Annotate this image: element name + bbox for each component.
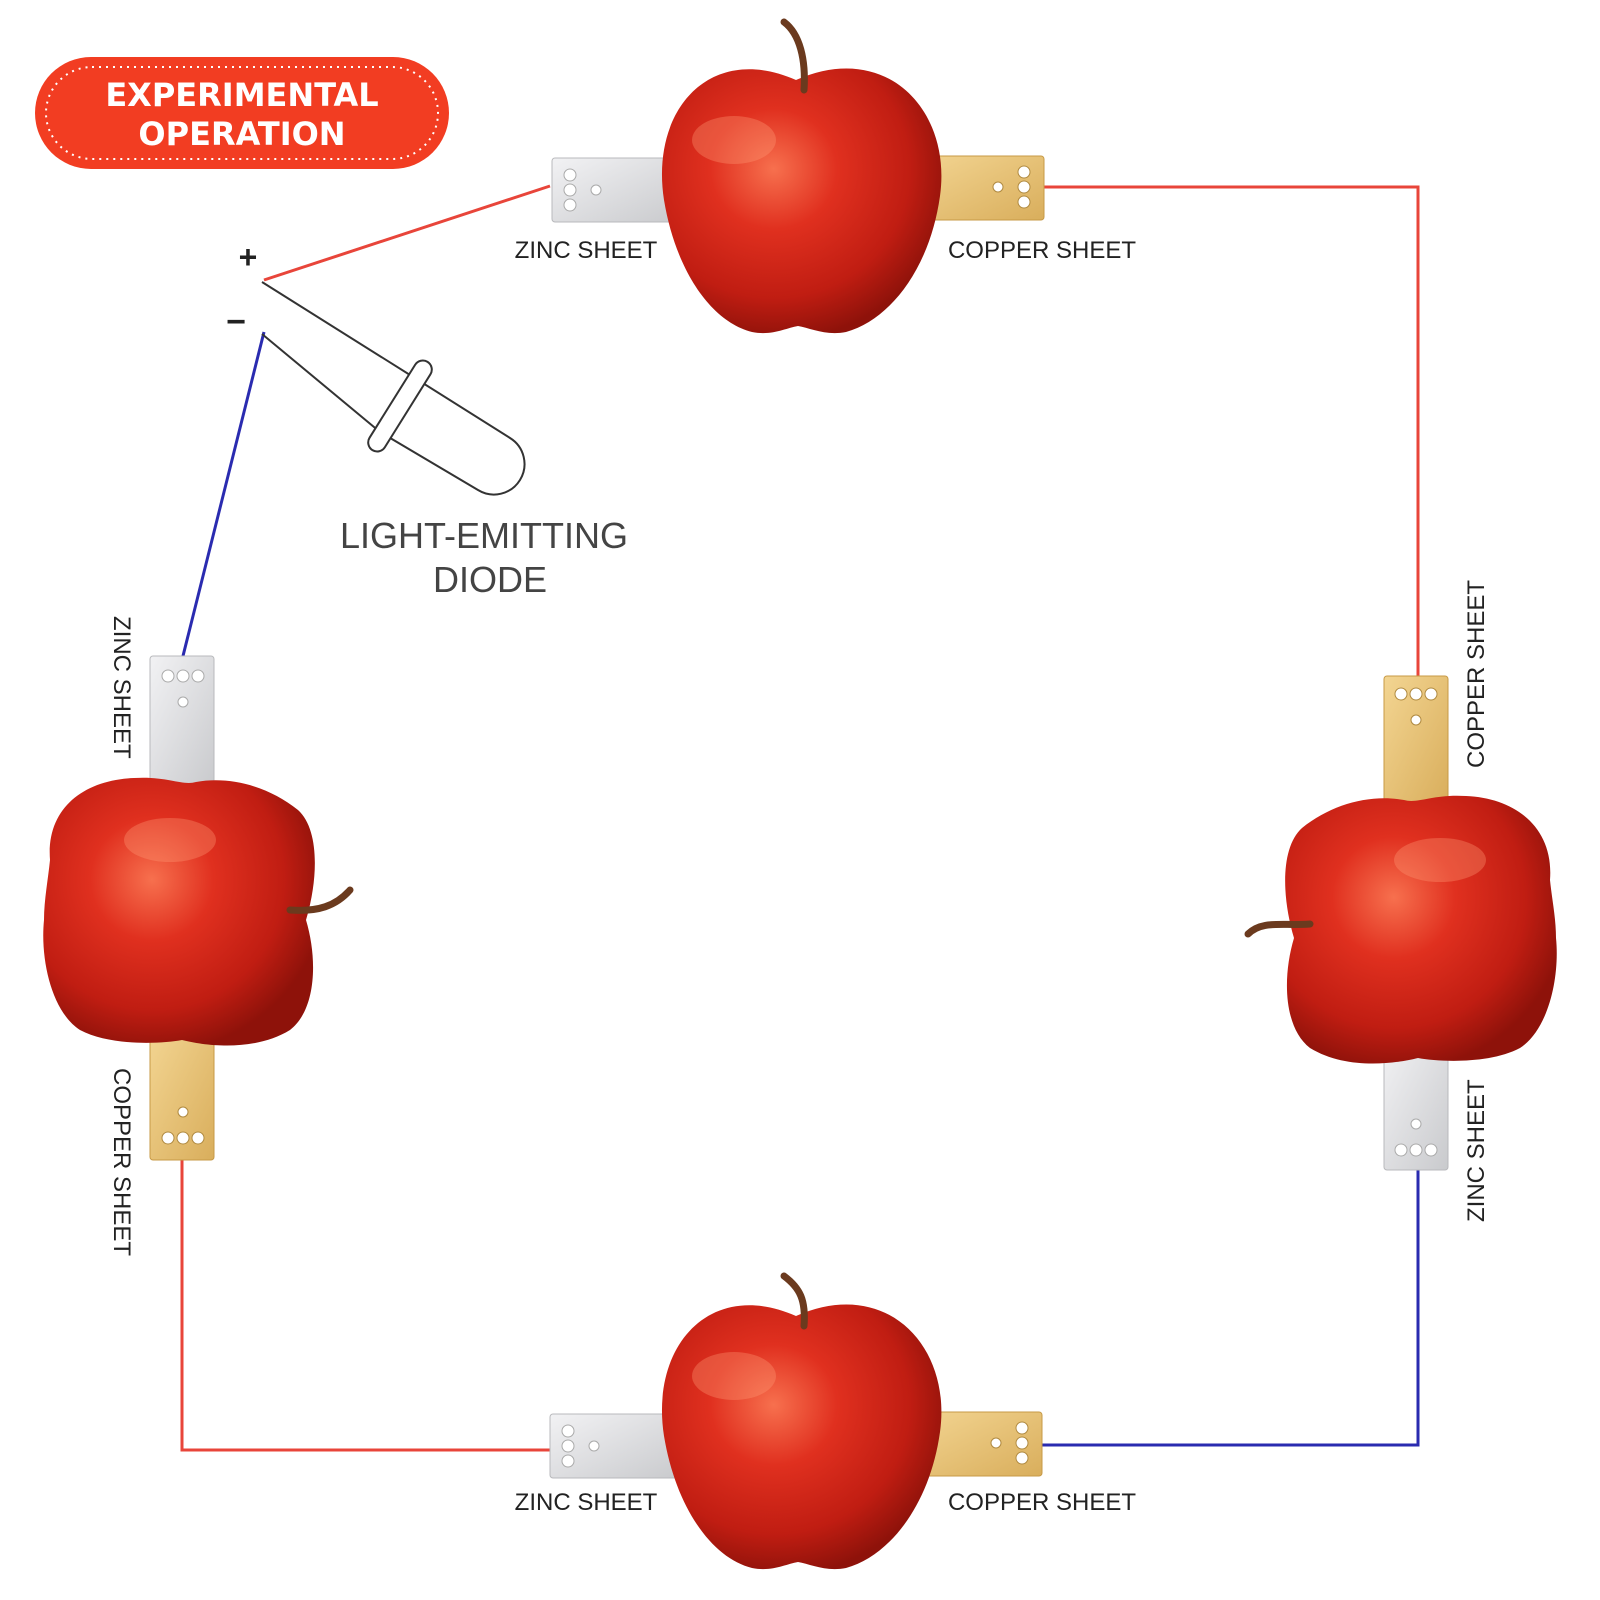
led-plus-symbol: + bbox=[239, 239, 258, 275]
label-zinc-right: ZINC SHEET bbox=[1463, 1079, 1490, 1222]
apple-bottom bbox=[549, 1272, 1043, 1570]
wire-bottom-zinc-to-left-copper bbox=[180, 1160, 552, 1452]
led-rim bbox=[367, 359, 433, 453]
wire-top-copper-to-right-copper bbox=[1044, 185, 1420, 680]
apple-bottom-stem bbox=[780, 1272, 808, 1330]
led-leads bbox=[261, 281, 419, 433]
label-zinc-bottom: ZINC SHEET bbox=[515, 1489, 658, 1516]
apple-right-highlight bbox=[1394, 838, 1486, 882]
wire-led-plus-to-top-zinc bbox=[263, 184, 551, 282]
apple-top bbox=[551, 18, 1045, 334]
badge-line1: EXPERIMENTAL bbox=[105, 76, 378, 114]
apple-left bbox=[43, 655, 354, 1161]
led-label-line1: LIGHT-EMITTING bbox=[340, 515, 628, 556]
wires bbox=[180, 184, 1420, 1452]
label-copper-right: COPPER SHEET bbox=[1463, 580, 1490, 768]
label-copper-left: COPPER SHEET bbox=[108, 1068, 135, 1256]
apple-top-stem bbox=[780, 18, 808, 94]
led-minus-symbol: − bbox=[226, 303, 246, 341]
experimental-operation-badge: EXPERIMENTAL OPERATION bbox=[35, 57, 449, 169]
copper-sheet-top-holes bbox=[992, 165, 1031, 209]
apple-right-stem bbox=[1244, 920, 1314, 938]
apple-top-body bbox=[661, 68, 942, 334]
led-label-line2: DIODE bbox=[433, 559, 547, 600]
label-copper-bottom: COPPER SHEET bbox=[948, 1489, 1136, 1516]
led-body bbox=[378, 378, 526, 496]
zinc-sheet-top-holes bbox=[563, 168, 602, 212]
apple-right bbox=[1244, 675, 1557, 1171]
badge-dotted-border bbox=[45, 66, 439, 160]
badge-background bbox=[35, 57, 449, 169]
zinc-sheet-left-holes bbox=[161, 669, 205, 708]
apple-bottom-highlight bbox=[692, 1352, 776, 1400]
label-zinc-top: ZINC SHEET bbox=[515, 237, 658, 264]
apple-left-highlight bbox=[124, 818, 216, 862]
wire-left-zinc-to-led-minus bbox=[180, 331, 266, 661]
wire-right-zinc-to-bottom-copper bbox=[1040, 1170, 1420, 1447]
label-copper-top: COPPER SHEET bbox=[948, 237, 1136, 264]
copper-sheet-right-holes bbox=[1394, 687, 1438, 726]
label-zinc-left: ZINC SHEET bbox=[108, 616, 135, 759]
apple-top-highlight bbox=[692, 116, 776, 164]
apple-left-stem bbox=[286, 886, 354, 914]
zinc-sheet-bottom-holes bbox=[561, 1424, 600, 1468]
zinc-sheet-right-holes bbox=[1394, 1118, 1438, 1157]
apple-right-body bbox=[1285, 795, 1557, 1064]
copper-sheet-left-holes bbox=[161, 1106, 205, 1145]
apple-left-body bbox=[43, 777, 315, 1046]
copper-sheet-bottom-holes bbox=[990, 1421, 1029, 1465]
apple-bottom-body bbox=[661, 1304, 942, 1570]
led-diode bbox=[261, 281, 526, 496]
badge-line2: OPERATION bbox=[138, 115, 345, 153]
